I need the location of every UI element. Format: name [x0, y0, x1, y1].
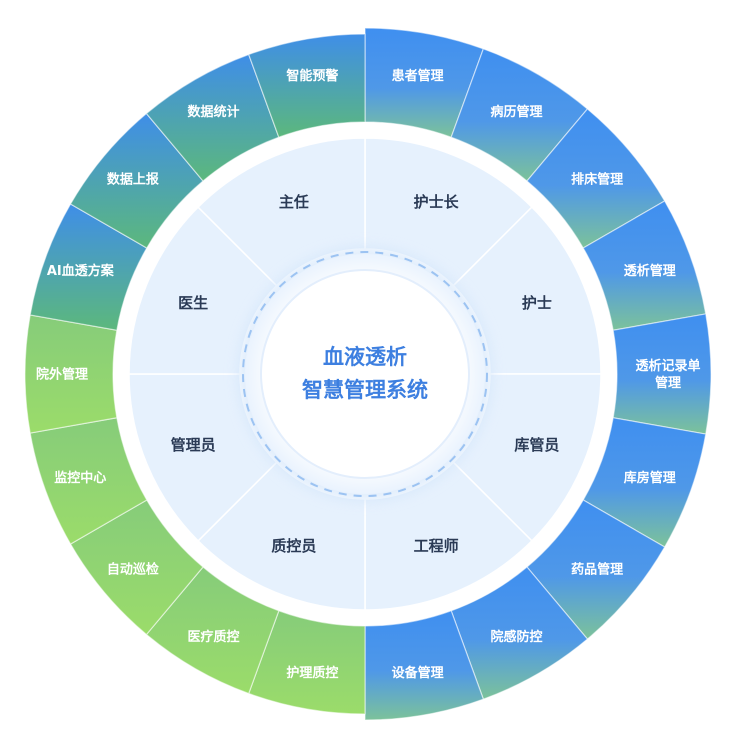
role-label: 管理员: [171, 436, 216, 454]
module-label: 护理质控: [286, 665, 338, 681]
core-dashed-ring: [242, 251, 488, 497]
module-label: 院外管理: [36, 367, 88, 383]
module-segment: [612, 313, 712, 435]
module-label: 透析记录单管理: [635, 358, 700, 391]
role-label: 工程师: [414, 537, 459, 555]
module-label: 数据统计: [187, 104, 239, 120]
module-label: 设备管理: [392, 665, 444, 681]
module-label: 病历管理: [490, 104, 542, 120]
role-label: 护士长: [414, 193, 460, 211]
role-label: 主任: [279, 193, 309, 211]
module-label: 数据上报: [107, 172, 160, 188]
center-title-line1: 血液透析: [323, 345, 407, 369]
module-label: 患者管理: [392, 68, 444, 84]
module-label: 排床管理: [571, 172, 623, 188]
module-label: 库房管理: [624, 470, 676, 486]
center-title-line2: 智慧管理系统: [302, 378, 428, 402]
core-inner-ring: [260, 269, 470, 479]
module-label: 监控中心: [54, 470, 106, 486]
role-label: 质控员: [271, 537, 316, 555]
module-label: 智能预警: [286, 68, 338, 84]
module-label: 自动巡检: [107, 561, 159, 577]
module-label: 透析管理: [624, 263, 676, 279]
module-label: 药品管理: [571, 561, 623, 577]
module-segment: [247, 33, 366, 138]
role-label: 库管员: [514, 436, 559, 454]
module-label: 院感防控: [490, 629, 542, 645]
module-label: AI血透方案: [47, 263, 115, 279]
role-label: 医生: [178, 294, 208, 312]
module-label: 医疗质控: [187, 629, 239, 645]
role-label: 护士: [522, 294, 552, 312]
